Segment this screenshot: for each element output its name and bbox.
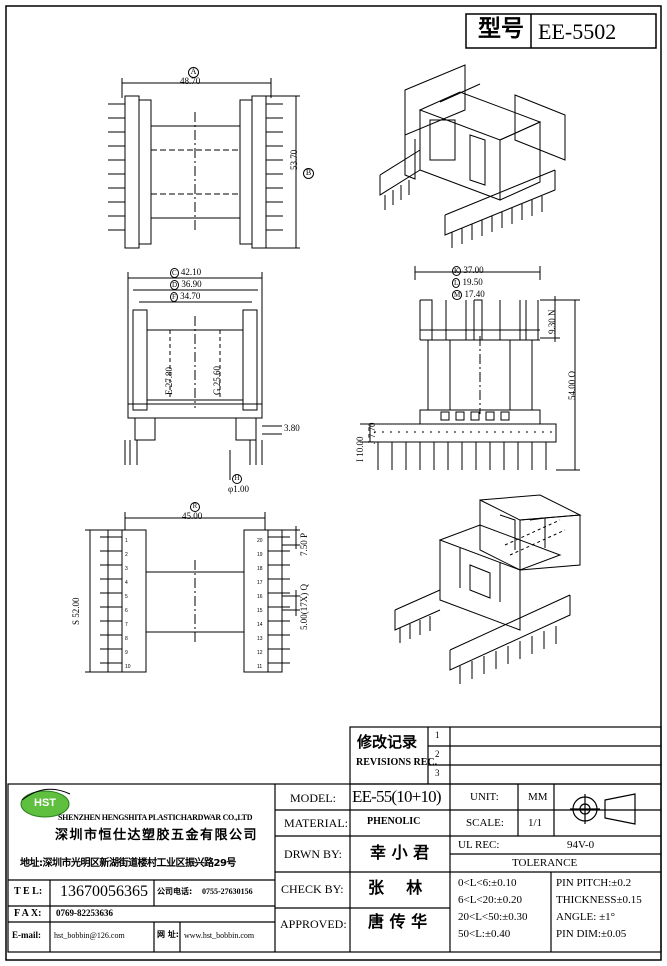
- dim-o: 54.00 O: [567, 371, 577, 400]
- dim-g: G 25.60: [212, 366, 222, 395]
- spec-pin-pitch: PIN PITCH:±0.2: [556, 877, 632, 889]
- logo-icon: [20, 790, 70, 818]
- dim-c: C 42.10: [170, 267, 202, 278]
- fax-value: 0769-82253636: [56, 908, 113, 918]
- dim-a-value: 48.70: [180, 76, 201, 86]
- dim-h-letter: H: [232, 474, 242, 484]
- material-label: MATERIAL:: [284, 816, 348, 830]
- tolerance-3: 20<L<50:±0.30: [458, 911, 528, 923]
- bottom-view: [85, 512, 300, 673]
- dim-h-value: φ1.00: [228, 484, 249, 494]
- unit-value: MM: [528, 791, 548, 803]
- model-field-value: EE-55(10+10): [352, 787, 442, 806]
- dim-a-letter: A: [188, 67, 199, 78]
- email-label: E-mail:: [12, 930, 41, 940]
- dim-l: L 19.50: [452, 277, 483, 288]
- scale-value: 1/1: [528, 817, 543, 829]
- dim-p: 7.50 P: [299, 532, 309, 556]
- material-value: PHENOLIC: [367, 816, 421, 827]
- company-tel-label: 公司电话:: [157, 887, 193, 896]
- revisions-title-cn: 修改记录: [357, 733, 418, 751]
- tolerance-4: 50<L:±0.40: [458, 928, 511, 940]
- front-view-pins: [124, 440, 263, 480]
- drawn-by-value: 幸 小 君: [370, 843, 430, 862]
- spec-thickness: THICKNESS±0.15: [556, 894, 642, 906]
- dim-q: 5.00(17X) Q: [299, 584, 309, 630]
- check-by-value: 张 林: [368, 878, 423, 897]
- tolerance-2: 6<L<20:±0.20: [458, 894, 522, 906]
- ul-rec-label: UL REC:: [458, 839, 500, 851]
- email-value[interactable]: hst_bobbin@126.com: [54, 931, 125, 940]
- bottom-view-pin-rows: [100, 536, 290, 664]
- tolerance-title: TOLERANCE: [512, 857, 578, 869]
- tolerance-1: 0<L<6:±0.10: [458, 877, 517, 889]
- revision-mark-2: 2: [435, 749, 440, 759]
- side-view: [360, 266, 580, 471]
- revision-mark-3: 3: [435, 768, 440, 778]
- drawn-by-label: DRWN BY:: [284, 847, 342, 861]
- tel-value: 13670056365: [60, 883, 148, 900]
- fax-label: F A X:: [14, 908, 42, 919]
- unit-label: UNIT:: [470, 791, 499, 803]
- dim-s: S 52.00: [71, 597, 81, 625]
- dim-d: D 36.90: [170, 279, 202, 290]
- dim-r-value: 45.00: [182, 511, 203, 521]
- dim-f: F 34.70: [170, 291, 201, 302]
- isometric-view-bottom: [394, 494, 582, 684]
- dim-b-letter: B: [303, 168, 314, 179]
- company-tel-value: 0755-27630156: [202, 887, 253, 896]
- revisions-title-en: REVISIONS REC.: [356, 757, 438, 768]
- approved-label: APPROVED:: [280, 917, 347, 931]
- top-view-pins: [108, 103, 283, 231]
- dim-e: E 27.80: [164, 367, 174, 395]
- isometric-view-top: [379, 64, 566, 248]
- spec-angle: ANGLE: ±1°: [556, 911, 616, 923]
- dim-m: M 17.40: [452, 289, 485, 300]
- logo-text: HST: [34, 797, 56, 809]
- approved-value: 唐 传 华: [368, 912, 428, 931]
- model-field-label: MODEL:: [290, 791, 336, 805]
- dim-b-value: 53.70: [289, 149, 299, 170]
- dim-n: 9.30 N: [547, 309, 557, 335]
- scale-label: SCALE:: [466, 817, 504, 829]
- top-view: [121, 78, 300, 249]
- ul-rec-value: 94V-0: [567, 839, 595, 851]
- model-label: 型号: [478, 16, 524, 42]
- front-view: [127, 272, 282, 441]
- model-number: EE-5502: [538, 19, 617, 44]
- tel-label: T E L:: [14, 886, 43, 897]
- company-address: 地址:深圳市光明区新湖街道楼村工业区振兴路29号: [20, 858, 236, 869]
- web-value[interactable]: www.hst_bobbin.com: [184, 931, 255, 940]
- title-block: [7, 783, 662, 953]
- check-by-label: CHECK BY:: [281, 882, 344, 896]
- dim-r-letter: R: [190, 502, 200, 512]
- dim-k: K 37.00: [452, 265, 484, 276]
- side-view-pins: [374, 431, 554, 470]
- dim-j: J 7.70: [367, 422, 377, 444]
- revision-mark-1: 1: [435, 730, 440, 740]
- dim-side-value: 3.80: [284, 423, 300, 433]
- company-name-cn: 深圳市恒仕达塑胶五金有限公司: [55, 828, 259, 843]
- spec-pin-dim: PIN DIM:±0.05: [556, 928, 627, 940]
- company-name-en: SHENZHEN HENGSHITA PLASTICHARDWAR CO.,LT…: [58, 813, 253, 822]
- dim-i: I 10.00: [355, 436, 365, 463]
- web-label: 网 址:: [157, 930, 179, 939]
